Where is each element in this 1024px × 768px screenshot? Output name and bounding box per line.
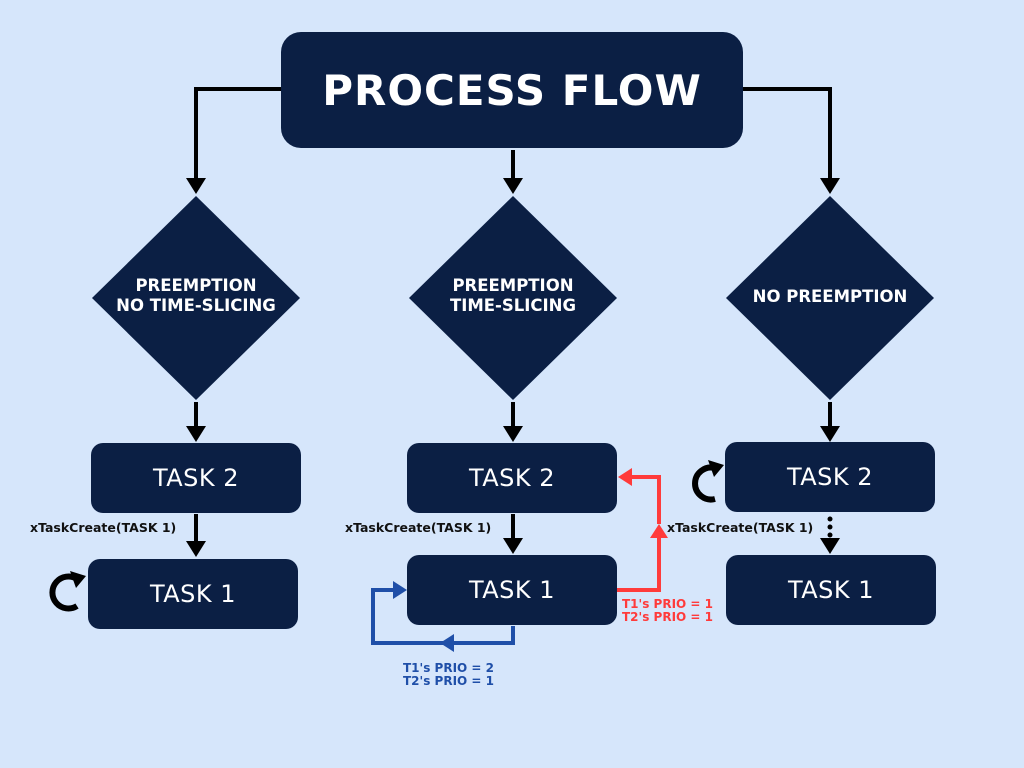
condition-line: PREEMPTION [452, 276, 574, 295]
xtaskcreate-label-col1: xTaskCreate(TASK 1) [30, 520, 177, 535]
prio-line: T1's PRIO = 2 [403, 661, 494, 675]
task-connectors [194, 514, 515, 542]
condition-line: TIME-SLICING [449, 296, 577, 315]
task-label: TASK 2 [786, 463, 874, 491]
refresh-arrow-icon [49, 571, 86, 612]
red-loop-arrowheads [618, 468, 668, 538]
condition-line: NO TIME-SLICING [116, 296, 276, 315]
condition-label-col2: PREEMPTION TIME-SLICING [413, 276, 613, 316]
equal-priority-note: T1's PRIO = 1 T2's PRIO = 1 [622, 598, 713, 624]
task-connector-dotted [827, 516, 833, 538]
task-label: TASK 2 [152, 464, 240, 492]
task-label: TASK 1 [149, 580, 237, 608]
refresh-arrow-icon [692, 460, 724, 503]
diamond-no-preemption [726, 196, 934, 400]
red-loop-arrow [617, 475, 661, 592]
diamond-connectors [194, 402, 832, 428]
prio-line: T1's PRIO = 1 [622, 597, 713, 611]
task-label: TASK 1 [468, 576, 556, 604]
task-1-box-col3: TASK 1 [726, 555, 936, 625]
task-2-box-col2: TASK 2 [407, 443, 617, 513]
condition-line: PREEMPTION [135, 276, 257, 295]
diamond-preemption-time-slicing [409, 196, 617, 400]
prio-line: T2's PRIO = 1 [622, 610, 713, 624]
task-1-box-col2: TASK 1 [407, 555, 617, 625]
task-1-box-col1: TASK 1 [88, 559, 298, 629]
condition-label-col1: PREEMPTION NO TIME-SLICING [96, 276, 296, 316]
condition-line: NO PREEMPTION [752, 287, 908, 306]
process-flow-title-box: PROCESS FLOW [281, 32, 743, 148]
task-label: TASK 2 [468, 464, 556, 492]
blue-loop-arrow [371, 588, 515, 645]
xtaskcreate-label-col3: xTaskCreate(TASK 1) [667, 520, 814, 535]
diamond-connector-arrowheads [186, 426, 840, 442]
diamond-preemption-no-time-slicing [92, 196, 300, 400]
task-label: TASK 1 [787, 576, 875, 604]
page-title: PROCESS FLOW [322, 65, 702, 115]
task-2-box-col3: TASK 2 [725, 442, 935, 512]
higher-priority-note: T1's PRIO = 2 T2's PRIO = 1 [403, 662, 494, 688]
task-connector-arrowheads [186, 538, 840, 557]
blue-loop-arrowheads [393, 581, 454, 652]
task-2-box-col1: TASK 2 [91, 443, 301, 513]
xtaskcreate-label-col2: xTaskCreate(TASK 1) [345, 520, 492, 535]
condition-label-col3: NO PREEMPTION [730, 287, 930, 307]
title-connectors [194, 87, 832, 180]
prio-line: T2's PRIO = 1 [403, 674, 494, 688]
title-connector-arrowheads [186, 178, 840, 194]
